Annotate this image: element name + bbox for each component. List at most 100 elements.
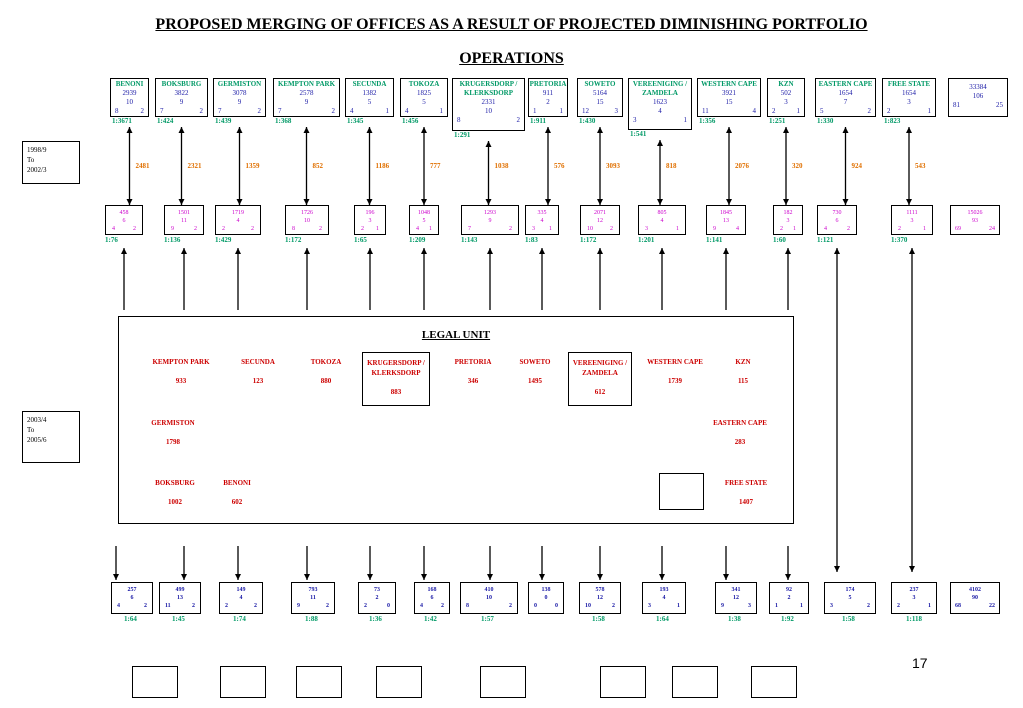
bottom-ratio: 1:57 <box>481 615 494 623</box>
mid-total: 805 <box>657 210 667 216</box>
office-total: 502 <box>780 89 792 97</box>
bottom-split-b: 2 <box>144 603 147 609</box>
bottom-staff: 0 <box>544 595 548 601</box>
legal-office-box: FREE STATE 1407 <box>720 473 772 513</box>
up-arrow-head <box>304 248 310 254</box>
mid-split-a: 10 <box>587 226 593 232</box>
legal-office-value: 1798 <box>166 438 180 446</box>
mid-staff: 3 <box>910 218 914 224</box>
mid-staff: 12 <box>597 218 603 224</box>
office-ratio: 1:356 <box>699 117 716 125</box>
legal-office-name: FREE STATE <box>724 479 768 487</box>
bottom-total: 149 <box>236 587 246 593</box>
mid-total-value: 15026 <box>967 210 983 216</box>
mid-total: 182 <box>783 210 793 216</box>
change-arrow-head <box>657 199 663 205</box>
change-arrow-head <box>726 199 732 205</box>
office-split-b: 1 <box>385 107 390 115</box>
bottom-ratio: 1:88 <box>305 615 318 623</box>
change-arrow-head <box>545 199 551 205</box>
bottom-total: 73 <box>374 587 380 593</box>
office-staff: 3 <box>907 98 911 106</box>
mid-ratio: 1:65 <box>354 236 367 244</box>
mid-split-a: 8 <box>292 226 295 232</box>
change-arrow-head <box>842 127 849 133</box>
mid-staff: 13 <box>723 218 729 224</box>
office-total: 3078 <box>232 89 247 97</box>
legal-office-name: BENONI <box>223 479 251 487</box>
change-arrow-head <box>597 127 603 133</box>
up-arrow-head <box>785 248 791 254</box>
mid-total: 1501 <box>178 210 190 216</box>
change-arrow-head <box>303 127 310 133</box>
bottom-split-a: 9 <box>721 603 724 609</box>
mid-split-a: 4 <box>824 226 827 232</box>
mid-staff: 6 <box>122 218 126 224</box>
office-split-a: 7 <box>160 107 164 115</box>
office-total: 911 <box>542 89 554 97</box>
total-value: 33384 <box>969 83 987 91</box>
office-staff: 10 <box>126 98 133 106</box>
office-staff: 9 <box>304 98 309 106</box>
period-2-start: 2003/4 <box>27 416 47 424</box>
footer-empty-box <box>376 666 422 698</box>
bottom-staff: 6 <box>130 595 134 601</box>
mid-split-b: 1 <box>549 226 552 232</box>
bottom-ratio: 1:58 <box>842 615 855 623</box>
mid-ratio: 1:201 <box>638 236 655 244</box>
legal-office-value: 1407 <box>739 498 753 506</box>
legal-unit-title: LEGAL UNIT <box>421 329 491 341</box>
office-split-a: 11 <box>702 107 709 115</box>
mid-staff: 3 <box>786 218 790 224</box>
mid-ratio: 1:136 <box>164 236 181 244</box>
footer-empty-box <box>672 666 718 698</box>
office-split-a: 7 <box>278 107 282 115</box>
office-ratio: 1:251 <box>769 117 786 125</box>
change-arrow-head <box>726 127 732 133</box>
office-staff: 7 <box>843 98 848 106</box>
long-arrow-head <box>834 248 840 254</box>
change-arrow-head <box>485 199 492 205</box>
change-arrow-head <box>366 199 373 205</box>
bottom-ratio: 1:64 <box>656 615 669 623</box>
office-total: 2939 <box>122 89 137 97</box>
bottom-split-a: 10 <box>585 603 591 609</box>
down-arrow-head <box>539 574 545 580</box>
office-ratio: 1:345 <box>347 117 364 125</box>
mid-split-b: 1 <box>793 226 796 232</box>
change-label: 924 <box>851 162 863 170</box>
office-split-a: 8 <box>115 107 119 115</box>
bottom-staff: 3 <box>912 595 916 601</box>
up-arrow-head <box>723 248 729 254</box>
legal-office-value: 123 <box>252 377 264 385</box>
mid-split-b: 2 <box>610 226 613 232</box>
mid-split-b: 1 <box>376 226 379 232</box>
footer-empty-box <box>220 666 266 698</box>
office-split-a: 4 <box>405 107 409 115</box>
change-arrow-head <box>842 199 849 205</box>
legal-office-name: PRETORIA <box>454 358 492 366</box>
change-label: 777 <box>430 162 441 170</box>
